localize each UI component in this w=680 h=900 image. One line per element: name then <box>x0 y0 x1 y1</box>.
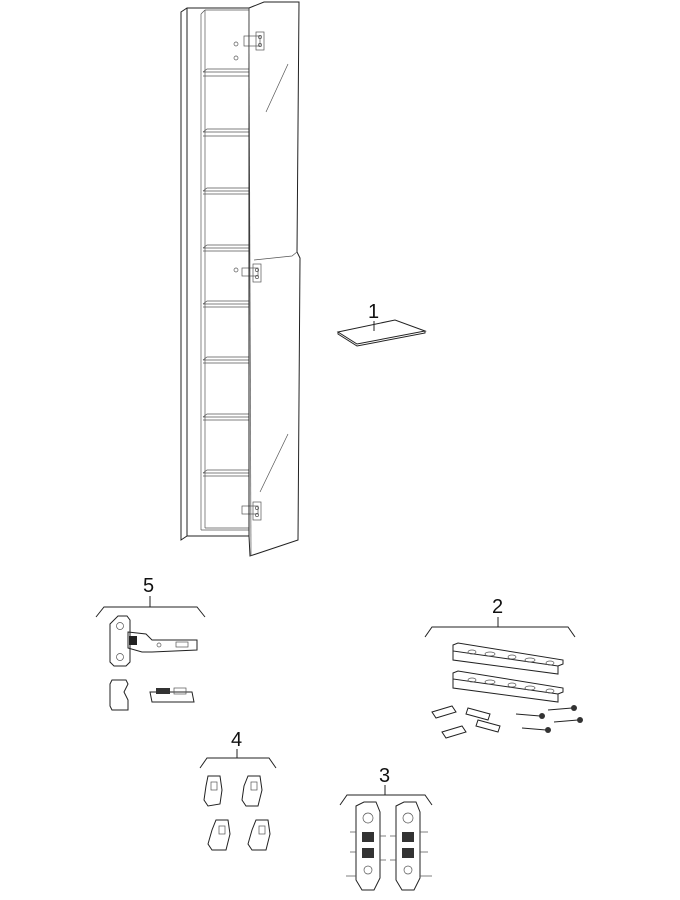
wall-rail-lower <box>452 670 564 703</box>
screws <box>515 705 583 733</box>
shelf-support-1 <box>203 775 223 807</box>
part-3-suspension-brackets: 3 <box>339 765 433 891</box>
callout-3-label: 3 <box>379 765 390 787</box>
wall-plugs <box>431 705 501 739</box>
tall-cabinet <box>180 7 265 541</box>
cabinet-hinge-middle <box>241 263 262 283</box>
callout-2-label: 2 <box>492 596 503 618</box>
part-4-shelf-supports: 4 <box>199 729 277 851</box>
shelf-support-2 <box>241 775 263 807</box>
cabinet-hinge-bottom <box>241 501 262 521</box>
shelf-support-4 <box>247 819 271 851</box>
shelf-support-3 <box>207 819 231 851</box>
callout-1-label: 1 <box>368 301 379 323</box>
cabinet-hinge-top <box>243 31 265 51</box>
part-2-wall-rail-kit: 2 <box>424 596 583 739</box>
callout-5-label: 5 <box>143 575 154 597</box>
part-1-glass-shelf: 1 <box>336 301 427 347</box>
wall-rail-upper <box>452 642 564 675</box>
cabinet-shelves <box>202 68 249 477</box>
suspension-bracket-left <box>346 801 386 891</box>
callout-4-label: 4 <box>231 729 242 751</box>
suspension-bracket-right <box>390 801 432 891</box>
part-5-hinge-set: 5 <box>95 575 206 711</box>
mirror-door <box>248 1 301 557</box>
